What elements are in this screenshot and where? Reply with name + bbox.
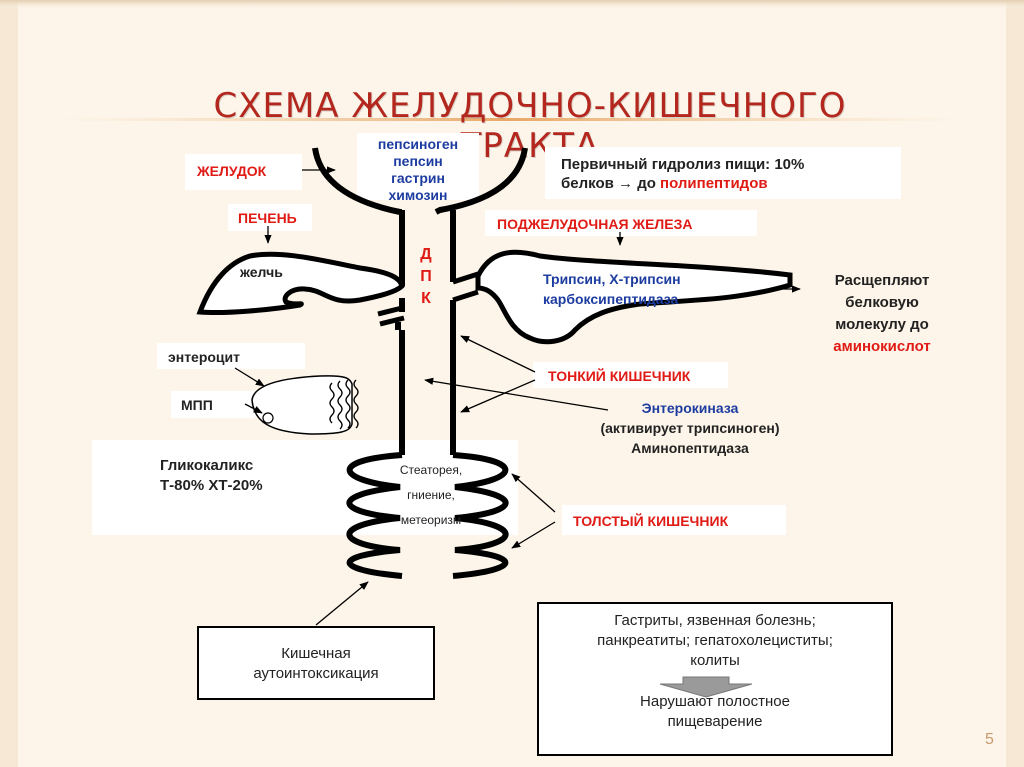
page-number: 5: [985, 731, 994, 748]
bile-label: желчь: [240, 264, 283, 280]
diseases-line2: панкреатиты; гепатохолециститы;: [597, 632, 833, 649]
hydrolysis-proteins: белков: [561, 175, 614, 192]
glycocalyx-line1: Гликокаликс: [160, 457, 254, 474]
result-down-arrow: [659, 676, 753, 698]
enzyme-trypsin: Трипсин, Х-трипсин: [543, 271, 681, 287]
glycocalyx-box: [92, 440, 518, 535]
hydrolysis-line2: белков → до полипептидов: [561, 174, 804, 193]
large-intestine-label: ТОЛСТЫЙ КИШЕЧНИК: [573, 513, 729, 529]
split-note-line2: белковую: [845, 294, 919, 311]
colon-right-coil: [452, 452, 509, 579]
enzyme-enterokinase: Энтерокиназа: [641, 400, 739, 416]
large-intestine-label-box: [562, 505, 786, 535]
enzyme-pepsinogen: пепсиноген: [377, 136, 459, 152]
colon-note-putrefaction: гниение,: [407, 488, 455, 502]
small-intestine-label: ТОНКИЙ КИШЕЧНИК: [548, 368, 691, 384]
liver-label-box: [228, 204, 312, 231]
glycocalyx-line2: Т-80% ХТ-20%: [160, 477, 263, 494]
split-note: Расщепляют белковую молекулу до аминокис…: [806, 270, 958, 358]
diseases-line3: колиты: [690, 652, 740, 669]
enterocyte-label-box: [157, 343, 305, 369]
pancreas-shape: [475, 249, 793, 345]
split-note-line1: Расщепляют: [834, 272, 930, 289]
diseases-result-line1: Нарушают полостное: [640, 693, 790, 710]
enterocyte-label: энтероцит: [168, 349, 241, 365]
arrow-colon-2: [511, 521, 556, 549]
autointox-line2: аутоинтоксикация: [253, 665, 379, 682]
arrow-enterokinase: [424, 377, 609, 411]
mpp-label-box: [171, 391, 255, 418]
right-arrow-icon: →: [618, 175, 634, 192]
arrow-small-int-1: [460, 335, 536, 373]
autointox-text: Кишечная аутоинтоксикация: [198, 644, 434, 684]
dpk-letter-k: К: [421, 290, 431, 307]
autointox-box: [197, 626, 435, 700]
split-note-line3: молекулу до: [835, 316, 929, 333]
title-underline: [60, 118, 960, 121]
mpp-label: МПП: [181, 397, 213, 413]
enterokinase-note: (активирует трипсиноген): [600, 420, 780, 436]
enzyme-gastrin: гастрин: [391, 170, 445, 186]
arrow-small-int-2: [460, 379, 536, 413]
hydrolysis-polypeptides: полипептидов: [660, 175, 768, 192]
liver-label: ПЕЧЕНЬ: [238, 210, 297, 226]
enzyme-carboxypeptidase: карбоксипептидаза: [543, 291, 679, 307]
diseases-result: Нарушают полостное пищеварение: [538, 692, 892, 732]
small-intestine-enzymes: Энтерокиназа (активирует трипсиноген) Ам…: [560, 398, 820, 458]
diseases-line1: Гастриты, язвенная болезнь;: [614, 612, 816, 629]
colon-left-coil: [346, 452, 403, 579]
autointox-line1: Кишечная: [281, 645, 351, 662]
arrow-colon-1: [511, 473, 556, 513]
diseases-result-line2: пищеварение: [667, 713, 763, 730]
pancreas-label-box: [485, 210, 757, 236]
primary-hydrolysis-text: Первичный гидролиз пищи: 10% белков → до…: [561, 155, 804, 193]
enzyme-pepsin: пепсин: [393, 153, 443, 169]
pancreas-enzymes: Трипсин, Х-трипсин карбоксипептидаза: [543, 269, 681, 309]
enterocyte-shape: [251, 375, 359, 435]
stomach-label: ЖЕЛУДОК: [197, 163, 267, 179]
stomach-label-box: [185, 154, 302, 190]
colon-note-steatorrhea: Стеаторея,: [399, 463, 463, 477]
dpk-letter-d: Д: [420, 246, 432, 263]
primary-hydrolysis-box: [545, 147, 901, 199]
intestine-left-wall: [395, 210, 405, 455]
stomach-shape: [312, 147, 402, 215]
arrow-mpp: [244, 403, 263, 414]
arrow-enterocyte: [234, 367, 265, 387]
small-intestine-label-box: [533, 362, 728, 388]
dpk-letter-p: П: [420, 268, 432, 285]
colon-notes: Стеаторея, гниение, метеоризм: [386, 458, 476, 533]
stomach-enzymes-box: [357, 133, 479, 200]
arrow-autointox: [315, 581, 369, 626]
pancreas-label: ПОДЖЕЛУДОЧНАЯ ЖЕЛЕЗА: [497, 216, 693, 232]
colon-note-meteorism: метеоризм: [400, 513, 462, 527]
hydrolysis-to: до: [637, 175, 656, 192]
stomach-enzymes: пепсиноген пепсин гастрин химозин: [357, 136, 479, 204]
split-note-amino-acids: аминокислот: [833, 338, 931, 355]
liver-shape: [196, 251, 405, 316]
diseases-text: Гастриты, язвенная болезнь; панкреатиты;…: [538, 611, 892, 671]
dpk-label: Д П К: [418, 244, 434, 310]
enzyme-chymosin: химозин: [388, 187, 448, 203]
glycocalyx-text: Гликокаликс Т-80% ХТ-20%: [160, 456, 263, 496]
enzyme-aminopeptidase: Аминопептидаза: [631, 440, 749, 456]
hydrolysis-line1: Первичный гидролиз пищи: 10%: [561, 156, 805, 173]
